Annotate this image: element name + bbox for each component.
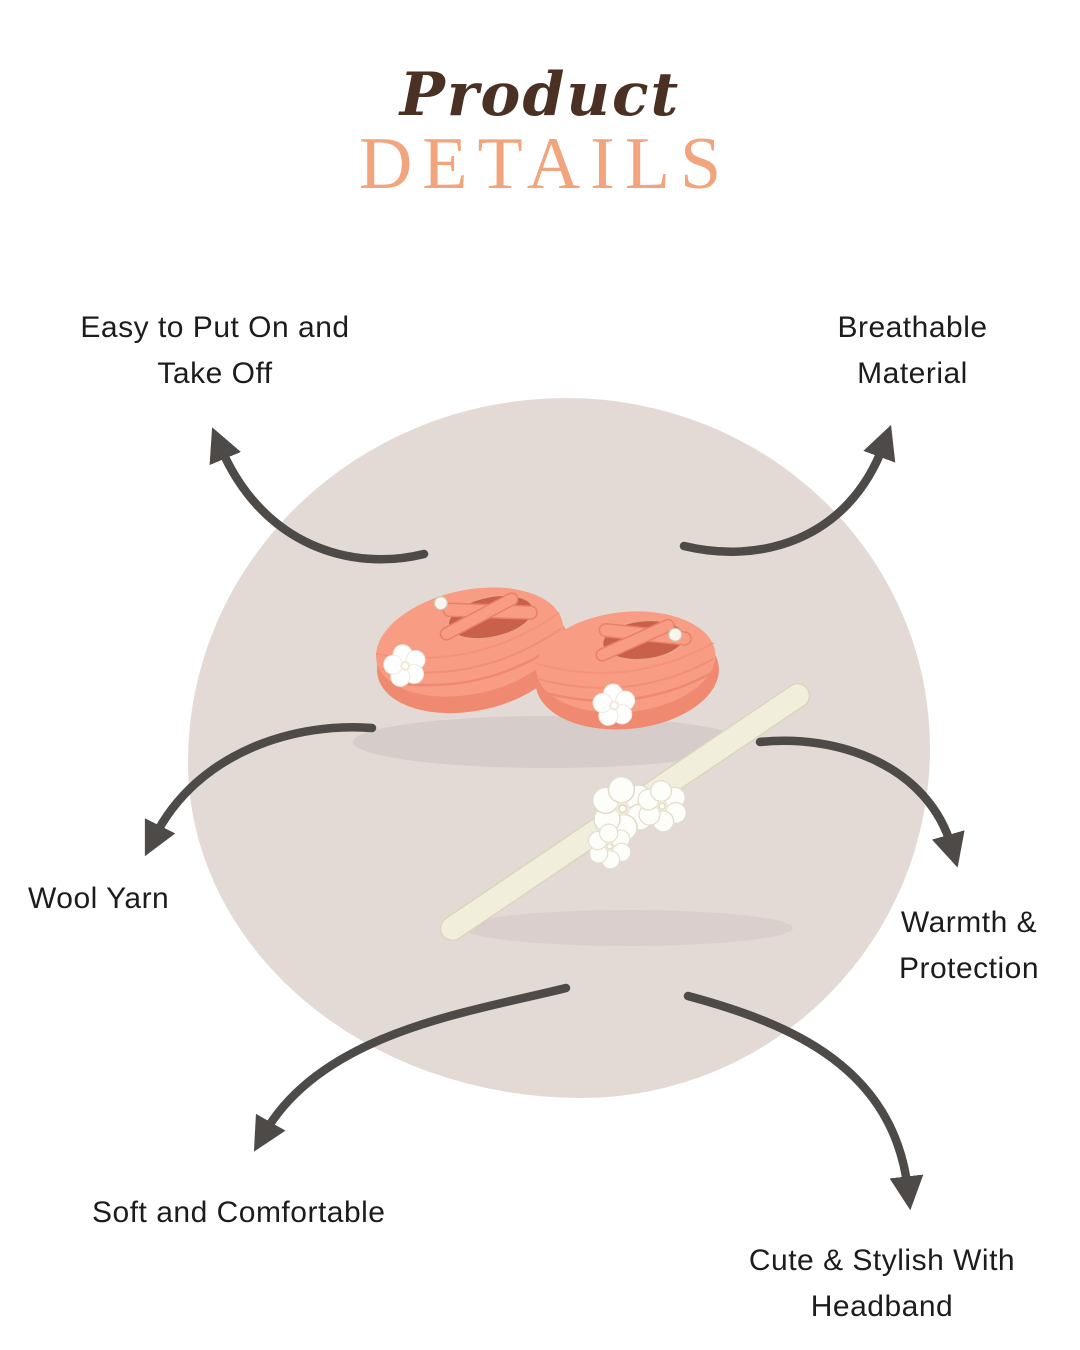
bootie-left-flower [383, 644, 426, 687]
bootie-left-illustration [375, 587, 569, 714]
booties-shadow [353, 716, 743, 768]
arrow-mid-right-icon [755, 736, 965, 868]
headband-flowers [588, 775, 687, 870]
feature-label-warmth: Warmth & Protection [898, 906, 1040, 985]
headband-shadow [463, 910, 793, 946]
feature-label-cute-stylish: Cute & Stylish With Headband [748, 1244, 1016, 1323]
feature-label-easy-on-off: Easy to Put On and Take Off [80, 311, 350, 390]
arrow-mid-left-icon [144, 723, 377, 857]
pearl-bead [668, 627, 683, 642]
feature-label-wool-yarn: Wool Yarn [28, 882, 170, 915]
background-blob [188, 398, 930, 1098]
feature-label-breathable: Breathable Material [837, 311, 988, 390]
bootie-right-illustration [535, 611, 719, 730]
page-title-script: Product [399, 60, 681, 130]
page-title-caps: DETAILS [358, 123, 732, 205]
bootie-right-flower [592, 683, 636, 726]
arrow-top-right-icon [679, 424, 896, 556]
pearl-bead [433, 596, 448, 611]
headband-illustration [439, 682, 811, 942]
arrow-bottom-left-icon [253, 983, 571, 1152]
arrow-bottom-right-icon [683, 991, 924, 1211]
feature-label-soft: Soft and Comfortable [92, 1196, 386, 1229]
arrow-top-left-icon [209, 427, 429, 564]
